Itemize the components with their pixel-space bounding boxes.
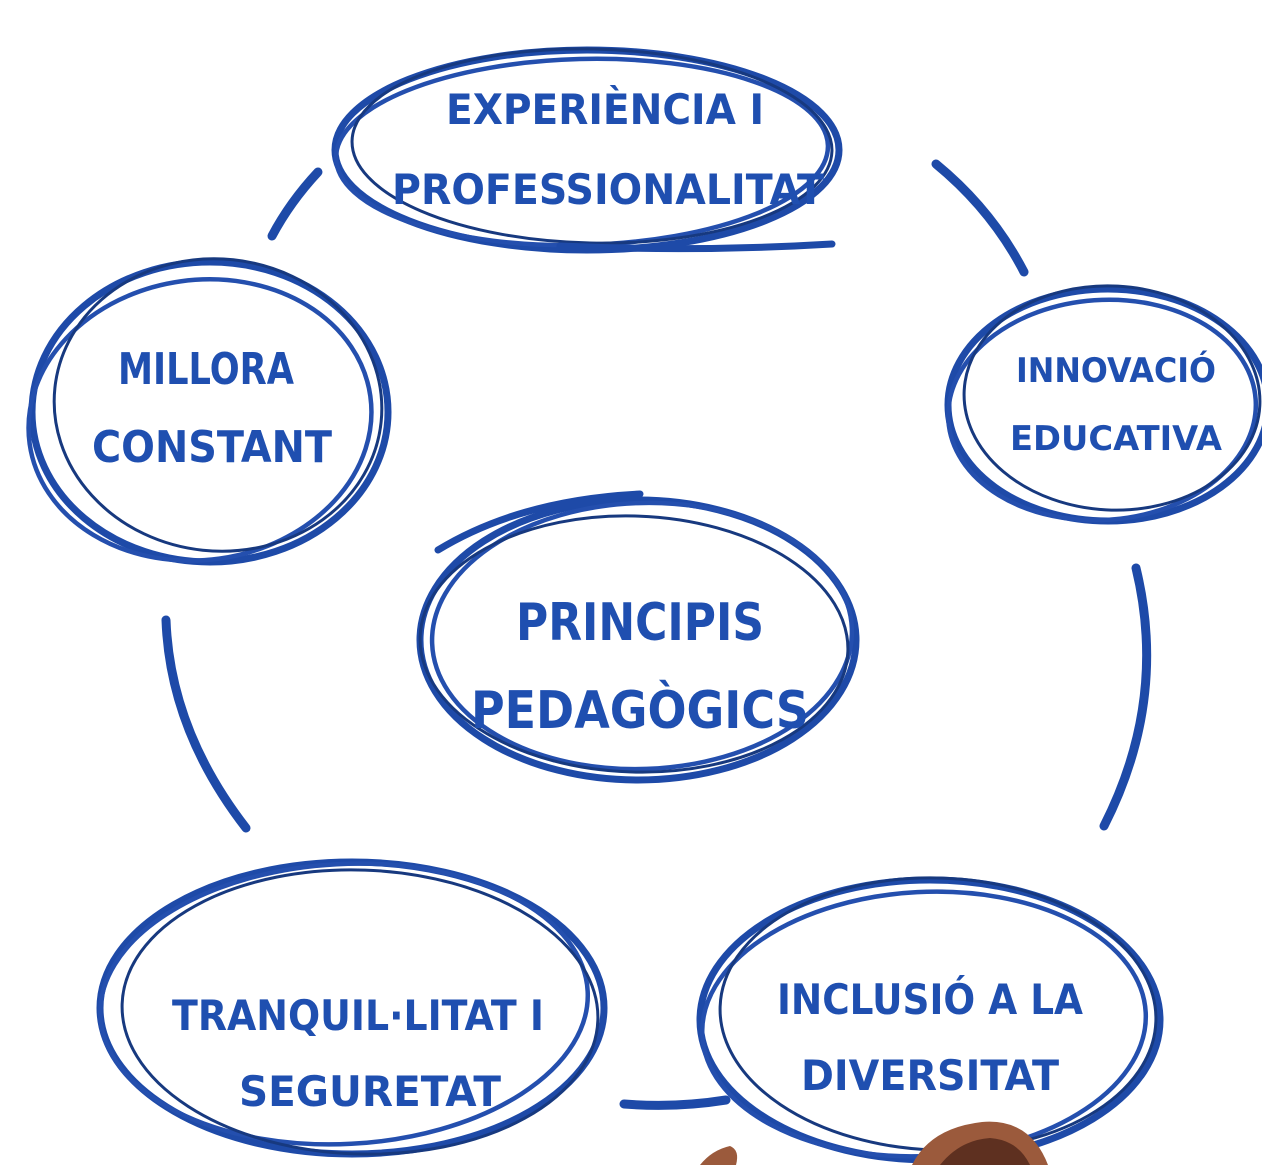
node-ring-millora [26,257,392,566]
node-label-innovacio-line-1: INNOVACIÓ [1016,350,1216,391]
node-innovacio-educativa: INNOVACIÓ EDUCATIVA [944,284,1262,525]
node-label-tranquil-2: SEGURETAT [239,1067,501,1116]
node-label-tranquil-line-2: SEGURETAT [239,1067,501,1116]
node-principis-pedagogics: PRINCIPIS PEDAGÒGICS [416,490,860,784]
node-label-experiencia-line-1: EXPERIÈNCIA I [446,84,764,134]
node-tranquillitat-seguretat: TRANQUIL·LITAT I SEGURETAT [96,858,608,1158]
node-label-inclusio-2: DIVERSITAT [801,1051,1059,1100]
node-ring-innovacio [944,284,1262,525]
node-label-experiencia: EXPERIÈNCIA I [446,84,764,134]
node-ring-experiencia [331,46,843,254]
child-hair-photo-fragment [700,1121,1048,1165]
node-label-tranquil-line-1: TRANQUIL·LITAT I [172,991,544,1040]
center-label-line-2-text: PEDAGÒGICS [471,679,809,741]
node-label-millora: MILLORA [118,344,294,395]
center-label-line-2: PEDAGÒGICS [471,679,809,741]
connector-arc-tranquil-millora [161,615,251,833]
node-label-experiencia-2: PROFESSIONALITAT [392,165,824,214]
node-label-millora-line-2: CONSTANT [92,422,332,473]
node-inclusio-diversitat: INCLUSIÓ A LA DIVERSITAT [696,876,1164,1164]
node-label-tranquil: TRANQUIL·LITAT I [172,991,544,1040]
connector-arcs [161,159,1152,1110]
node-experiencia-professionalitat: EXPERIÈNCIA I PROFESSIONALITAT [331,46,843,254]
center-label-line-1: PRINCIPIS [516,593,764,653]
connector-arc-inclusio-tranquil [619,1095,731,1110]
connector-arc-experiencia-innovacio [931,159,1029,277]
node-millora-constant: MILLORA CONSTANT [26,257,392,566]
node-label-millora-2: CONSTANT [92,422,332,473]
node-ring-center [416,490,860,784]
node-label-innovacio: INNOVACIÓ [1016,350,1216,391]
node-ring-tranquil [96,858,608,1158]
node-label-inclusio: INCLUSIÓ A LA [777,974,1083,1024]
node-label-inclusio-line-1: INCLUSIÓ A LA [777,974,1083,1024]
node-label-innovacio-line-2: EDUCATIVA [1010,419,1223,459]
node-label-experiencia-line-2: PROFESSIONALITAT [392,165,824,214]
connector-arc-millora-experiencia [267,167,323,241]
center-label-line-1-text: PRINCIPIS [516,593,764,653]
node-label-innovacio-2: EDUCATIVA [1010,419,1223,459]
connector-arc-innovacio-inclusio [1099,563,1152,831]
node-label-inclusio-line-2: DIVERSITAT [801,1051,1059,1100]
node-label-millora-line-1: MILLORA [118,344,294,395]
